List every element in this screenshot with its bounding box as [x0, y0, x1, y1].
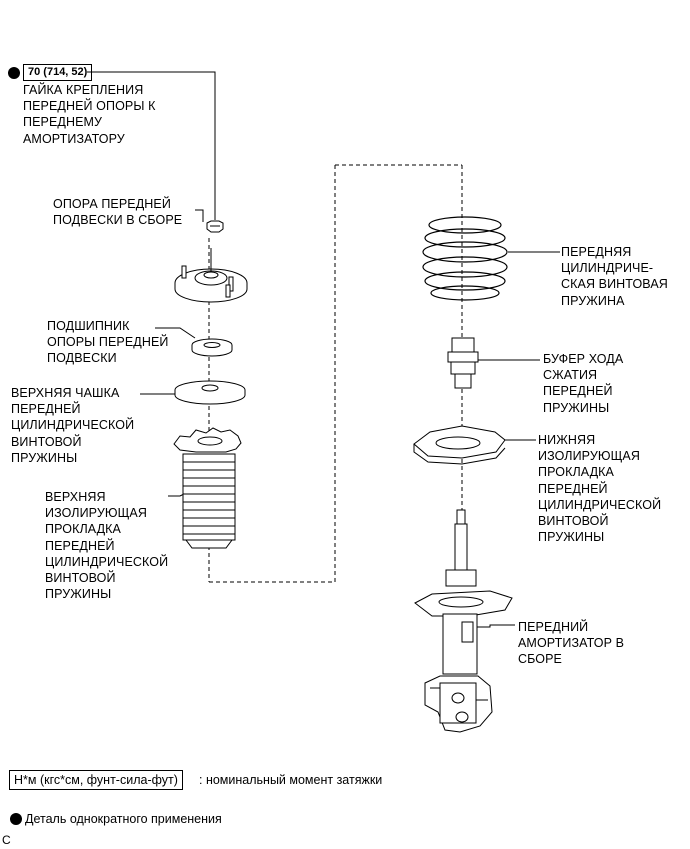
label-suspension-support: ОПОРА ПЕРЕДНЕЙ ПОДВЕСКИ В СБОРЕ — [53, 197, 183, 228]
lower-insulator-shape — [413, 425, 506, 465]
assembly-dashed-lines — [208, 164, 463, 583]
label-shock-absorber: ПЕРЕДНИЙ АМОРТИЗАТОР В СБОРЕ — [518, 620, 625, 667]
suspension-support-shape — [174, 248, 248, 303]
support-bearing-shape — [191, 338, 233, 357]
bump-stopper-shape — [447, 337, 479, 389]
legend-non-reusable-icon — [10, 813, 22, 825]
legend-non-reusable-text: Деталь однократного применения — [25, 812, 222, 826]
legend-torque-units: Н*м (кгс*см, фунт-сила-фут) — [9, 770, 183, 790]
label-upper-spring-seat: ВЕРХНЯЯ ЧАШКА ПЕРЕДНЕЙ ЦИЛИНДРИЧЕСКОЙ ВИ… — [11, 386, 135, 465]
shock-absorber-shape — [414, 509, 513, 733]
label-upper-insulator: ВЕРХНЯЯ ИЗОЛИРУЮЩАЯ ПРОКЛАДКА ПЕРЕДНЕЙ Ц… — [45, 490, 169, 602]
label-coil-spring: ПЕРЕДНЯЯ ЦИЛИНДРИЧЕ- СКАЯ ВИНТОВАЯ ПРУЖИ… — [561, 245, 668, 308]
upper-insulator-boot-shape — [173, 427, 242, 549]
corner-mark: C — [2, 833, 11, 847]
label-lower-insulator: НИЖНЯЯ ИЗОЛИРУЮЩАЯ ПРОКЛАДКА ПЕРЕДНЕЙ ЦИ… — [538, 433, 662, 545]
leader-lines — [87, 71, 560, 628]
torque-spec-box: 70 (714, 52) — [23, 64, 93, 81]
legend-torque-description: : номинальный момент затяжки — [199, 773, 383, 787]
support-nut-shape — [206, 220, 224, 233]
label-support-bearing: ПОДШИПНИК ОПОРЫ ПЕРЕДНЕЙ ПОДВЕСКИ — [47, 319, 169, 366]
label-bump-stopper: БУФЕР ХОДА СЖАТИЯ ПЕРЕДНЕЙ ПРУЖИНЫ — [543, 352, 624, 415]
label-support-nut: ГАЙКА КРЕПЛЕНИЯ ПЕРЕДНЕЙ ОПОРЫ К ПЕРЕДНЕ… — [23, 83, 156, 146]
non-reusable-marker-icon — [8, 67, 20, 79]
upper-spring-seat-shape — [174, 380, 246, 405]
coil-spring-shape — [422, 216, 508, 301]
